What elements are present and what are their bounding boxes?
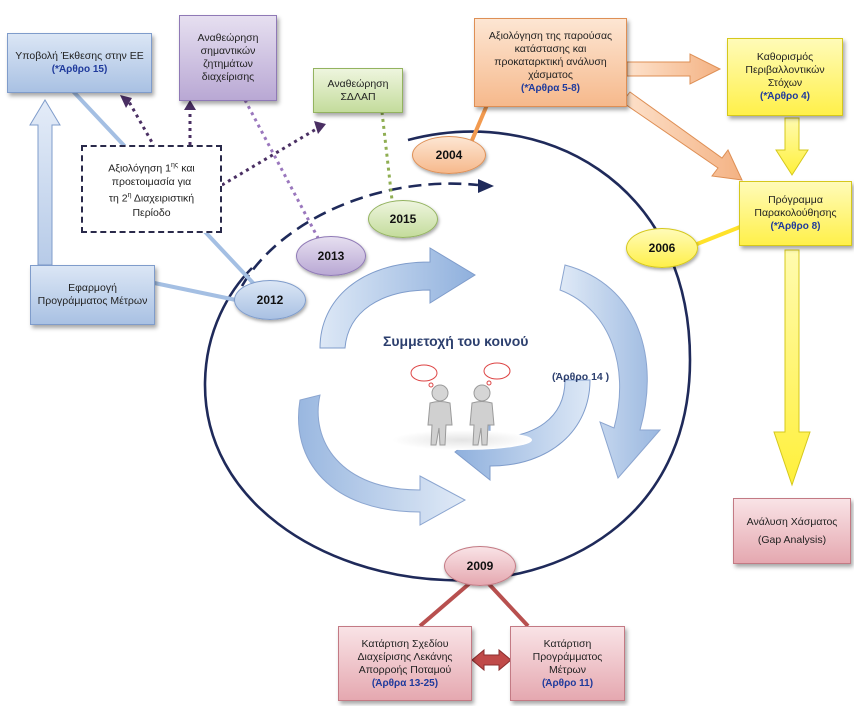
up-arrow — [29, 99, 61, 266]
review-issues-box: Αναθεώρηση σημαντικών ζητημάτων διαχείρι… — [179, 15, 277, 101]
cycle-ellipse — [203, 130, 692, 582]
person-left-icon — [427, 384, 453, 446]
assessment-ref: (*Άρθρα 5-8) — [521, 83, 580, 94]
report-eu-ref: (*Άρθρο 15) — [51, 64, 108, 75]
public-participation-title: Συμμετοχή του κοινού — [383, 333, 529, 349]
year-2006-oval: 2006 — [626, 228, 698, 268]
circular-arrow-bottom — [454, 379, 591, 482]
circular-arrow-right — [559, 264, 662, 479]
measures-program-text: Κατάρτιση Προγράμματος Μέτρων — [532, 637, 603, 676]
report-eu-text: Υποβολή Έκθεσης στην ΕΕ — [15, 50, 144, 62]
year-2015-oval: 2015 — [368, 200, 438, 238]
evaluation-box: Αξιολόγηση 1ης και προετοιμασία για τη 2… — [81, 145, 222, 233]
evaluation-line2: προετοιμασία για — [111, 176, 192, 188]
basin-plan-text: Κατάρτιση Σχεδίου Διαχείρισης Λεκάνης Απ… — [357, 637, 453, 676]
evaluation-line1: Αξιολόγηση 1 — [108, 162, 172, 174]
circular-arrow-top — [319, 247, 476, 349]
yellow-arrow-down-2 — [773, 249, 811, 487]
public-participation-ref: (Άρθρο 14 ) — [552, 371, 610, 383]
double-arrow — [471, 648, 512, 672]
gap-analysis-text: Ανάλυση Χάσματος — [746, 515, 838, 528]
review-sdlap-text: Αναθεώρηση ΣΔΛΑΠ — [327, 77, 389, 103]
report-eu-box: Υποβολή Έκθεσης στην ΕΕ (*Άρθρο 15) — [7, 33, 152, 93]
assessment-text: Αξιολόγηση της παρούσας κατάστασης και π… — [488, 30, 613, 81]
year-2013-oval: 2013 — [296, 236, 366, 276]
yellow-arrow-down-1 — [775, 117, 809, 176]
monitoring-box: Πρόγραμμα Παρακολούθησης (*Άρθρο 8) — [739, 181, 852, 246]
measures-program-ref: (Άρθρο 11) — [541, 677, 594, 689]
env-goals-ref: (*Άρθρο 4) — [760, 91, 810, 102]
evaluation-line4: Περίοδο — [132, 206, 171, 219]
year-2009-oval: 2009 — [444, 546, 516, 586]
dashed-arc-arrowhead — [478, 179, 494, 193]
env-goals-text: Καθορισμός Περιβαλλοντικών Στόχων — [745, 51, 825, 89]
apply-program-text: Εφαρμογή Προγράμματος Μέτρων — [37, 282, 148, 307]
gap-analysis-box: Ανάλυση Χάσματος (Gap Analysis) — [733, 498, 851, 564]
speech-bubble-right-icon — [483, 362, 511, 386]
evaluation-line1b: και — [178, 162, 195, 174]
gap-analysis-sub: (Gap Analysis) — [757, 533, 827, 546]
year-2012-oval: 2012 — [234, 280, 306, 320]
basin-plan-ref: (Άρθρα 13-25) — [371, 677, 439, 689]
env-goals-box: Καθορισμός Περιβαλλοντικών Στόχων (*Άρθρ… — [727, 38, 843, 116]
evaluation-sup2: η — [127, 192, 132, 199]
monitoring-ref: (*Άρθρο 8) — [770, 221, 821, 232]
evaluation-line3a: τη 2 — [108, 192, 128, 205]
year-2004-oval: 2004 — [412, 136, 486, 174]
basin-plan-box: Κατάρτιση Σχεδίου Διαχείρισης Λεκάνης Απ… — [338, 626, 472, 701]
person-right-icon — [469, 384, 495, 446]
dashed-arc — [240, 182, 479, 287]
circular-arrow-left — [298, 394, 467, 526]
apply-program-box: Εφαρμογή Προγράμματος Μέτρων — [30, 265, 155, 325]
review-sdlap-box: Αναθεώρηση ΣΔΛΑΠ — [313, 68, 403, 113]
measures-program-box: Κατάρτιση Προγράμματος Μέτρων (Άρθρο 11) — [510, 626, 625, 701]
assessment-box: Αξιολόγηση της παρούσας κατάστασης και π… — [474, 18, 627, 107]
speech-bubble-left-icon — [410, 364, 438, 388]
evaluation-line3b: Διαχειριστική — [131, 192, 195, 205]
orange-arrow-diagonal — [621, 91, 743, 181]
evaluation-sup1: ης — [171, 161, 179, 169]
review-issues-text: Αναθεώρηση σημαντικών ζητημάτων διαχείρι… — [197, 32, 259, 83]
orange-arrow-right — [626, 53, 722, 85]
monitoring-text: Πρόγραμμα Παρακολούθησης — [754, 194, 837, 219]
people-floor — [392, 430, 532, 450]
